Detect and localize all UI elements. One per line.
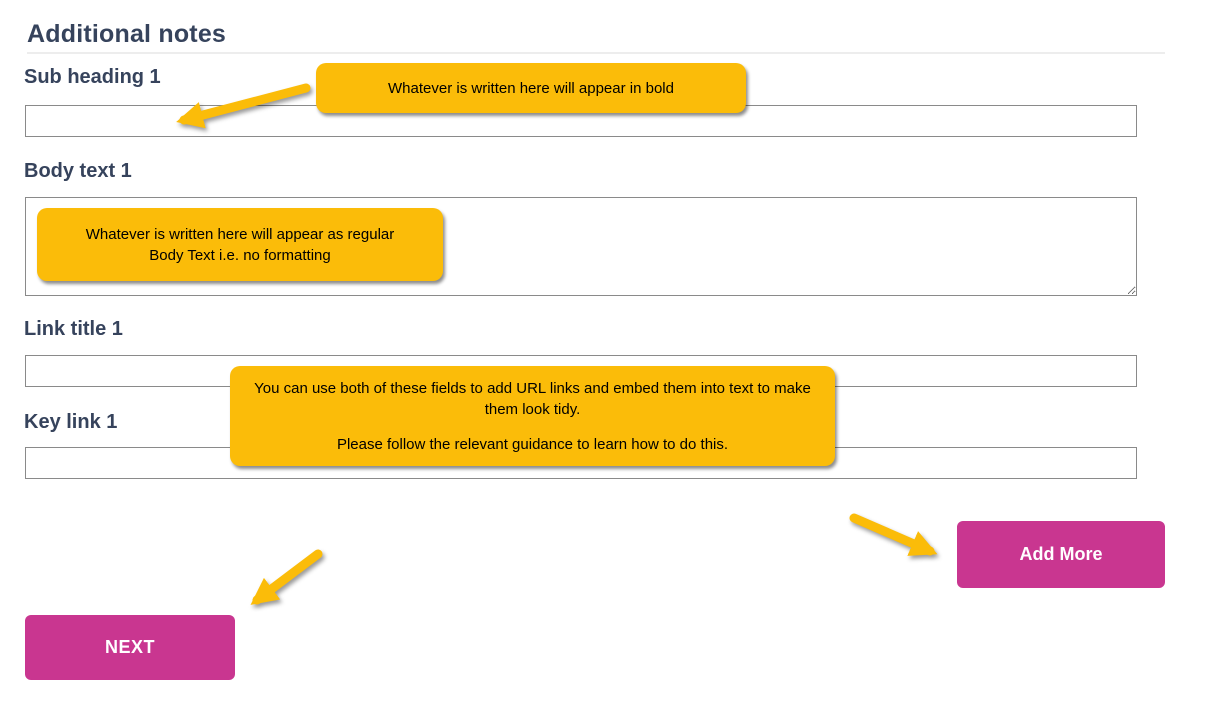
linktitle-label: Link title 1: [24, 318, 123, 340]
links-tooltip: You can use both of these fields to add …: [230, 366, 835, 466]
next-button[interactable]: NEXT: [25, 615, 235, 680]
links-tooltip-para1: You can use both of these fields to add …: [254, 379, 811, 418]
bodytext-tooltip: Whatever is written here will appear as …: [37, 208, 443, 281]
subheading-tooltip: Whatever is written here will appear in …: [316, 63, 746, 113]
add-more-button-label: Add More: [1019, 544, 1103, 564]
arrow-to-add-more-icon: [849, 513, 938, 556]
title-divider: [27, 52, 1165, 54]
add-more-button[interactable]: Add More: [957, 521, 1165, 588]
links-tooltip-para2: Please follow the relevant guidance to l…: [336, 435, 729, 453]
bodytext-tooltip-line1: Whatever is written here will appear as …: [85, 225, 395, 243]
bodytext-tooltip-line2: Body Text i.e. no formatting: [149, 246, 331, 264]
subheading-tooltip-text: Whatever is written here will appear in …: [388, 79, 674, 97]
page-title: Additional notes: [27, 20, 227, 48]
subheading-label: Sub heading 1: [24, 66, 161, 88]
bodytext-label: Body text 1: [24, 160, 132, 182]
arrow-to-next-icon: [250, 549, 323, 605]
next-button-label: NEXT: [104, 637, 155, 657]
keylink-label: Key link 1: [24, 411, 118, 433]
